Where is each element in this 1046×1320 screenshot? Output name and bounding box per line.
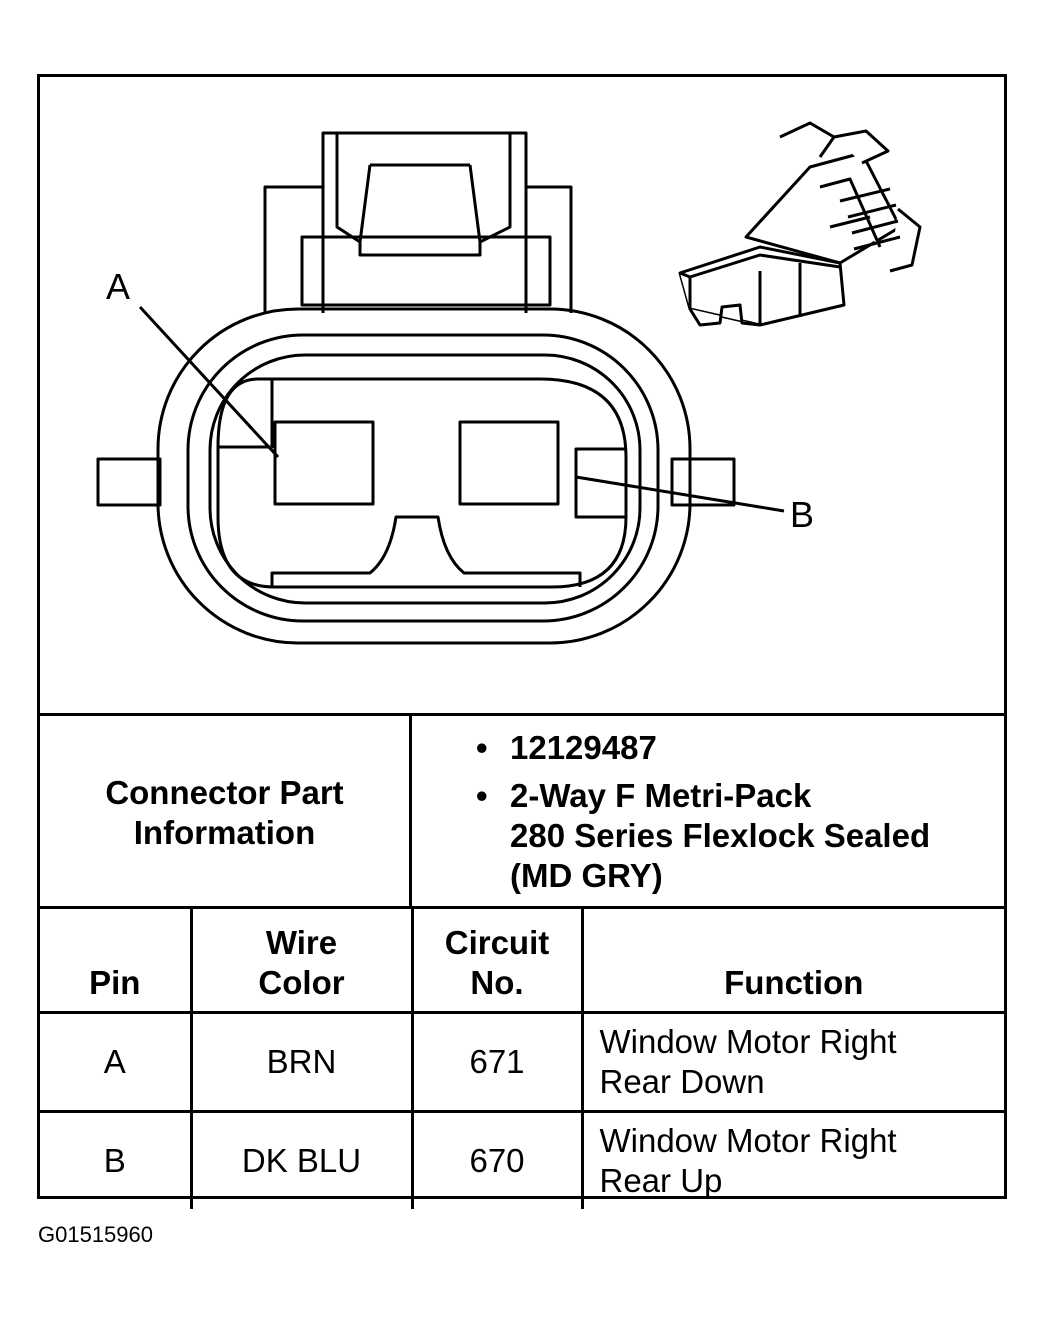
circuit-cell: 671	[410, 1011, 584, 1113]
part-number-item: 12129487	[412, 728, 1004, 768]
description-line: 280 Series Flexlock Sealed	[510, 817, 931, 854]
connector-body-outer	[156, 307, 692, 645]
pin-b-label: B	[790, 494, 814, 535]
table-row: B DK BLU 670 Window Motor Right Rear Up	[40, 1110, 1004, 1209]
function-cell: Window Motor Right Rear Down	[580, 1011, 1004, 1113]
description-line: 2-Way F Metri-Pack	[510, 777, 812, 814]
connector-figure-frame: A B Connector Part Information 12129487	[37, 74, 1007, 1209]
wire-color-cell: DK BLU	[189, 1110, 414, 1209]
connector-part-info-list: 12129487 2-Way F Metri-Pack 280 Series F…	[412, 716, 1004, 909]
terminal-cavity-a	[273, 420, 375, 506]
pin-table: Pin Wire Color Circuit No. Function A BR…	[40, 906, 1004, 1209]
info-label-line: Connector Part	[105, 773, 344, 811]
header-wire-color: Wire Color	[189, 906, 414, 1014]
connector-face-drawing: A B	[96, 121, 922, 645]
locking-tab	[263, 131, 573, 313]
pin-cell: A	[40, 1011, 193, 1113]
bottom-key	[270, 515, 582, 587]
cavity-outline	[216, 377, 628, 589]
function-cell: Window Motor Right Rear Up	[580, 1110, 1004, 1209]
right-notch	[574, 447, 626, 519]
left-ear	[96, 457, 162, 507]
connector-3d-thumbnail	[678, 121, 922, 327]
description-line: (MD GRY)	[510, 857, 663, 894]
connector-body-inner	[208, 353, 642, 605]
right-ear	[670, 457, 736, 507]
header-pin: Pin	[40, 906, 193, 1014]
pin-b-leader	[575, 475, 785, 513]
header-circuit-no: Circuit No.	[410, 906, 584, 1014]
table-row: A BRN 671 Window Motor Right Rear Down	[40, 1011, 1004, 1113]
circuit-cell: 670	[410, 1110, 584, 1209]
connector-part-info-label: Connector Part Information	[40, 716, 412, 909]
part-number: 12129487	[510, 729, 657, 766]
header-function: Function	[580, 906, 1004, 1014]
terminal-cavity-b	[458, 420, 560, 506]
figure-id: G01515960	[38, 1222, 153, 1247]
connector-description-item: 2-Way F Metri-Pack 280 Series Flexlock S…	[412, 776, 1004, 896]
pin-a-label: A	[106, 266, 130, 307]
connector-part-info-row: Connector Part Information 12129487 2-Wa…	[40, 713, 1004, 909]
pin-table-header-row: Pin Wire Color Circuit No. Function	[40, 906, 1004, 1014]
pin-a-leader	[138, 305, 280, 459]
pin-cell: B	[40, 1110, 193, 1209]
left-notch	[218, 379, 274, 449]
connector-body-seal	[186, 333, 660, 623]
info-label-line: Information	[133, 813, 316, 851]
wire-color-cell: BRN	[189, 1011, 414, 1113]
